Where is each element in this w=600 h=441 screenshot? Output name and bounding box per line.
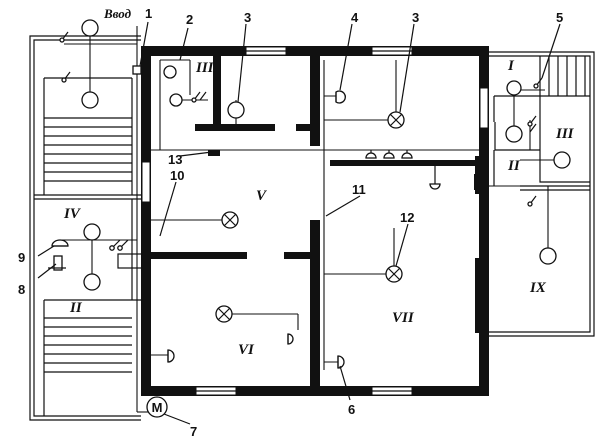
socket-icon bbox=[401, 150, 413, 159]
stairs-right bbox=[539, 56, 590, 97]
switch-icon bbox=[533, 77, 543, 89]
stairs-upper bbox=[44, 117, 132, 182]
room-VII: VII bbox=[392, 310, 415, 326]
crossed-lamp-icon bbox=[387, 111, 405, 129]
crossed-lamp-icon bbox=[221, 211, 239, 229]
lamp-icon bbox=[81, 19, 99, 37]
switch-icon bbox=[59, 31, 69, 43]
callout-4: 4 bbox=[351, 10, 359, 25]
callout-11: 11 bbox=[352, 182, 366, 197]
room-II-left: II bbox=[69, 300, 83, 316]
callout-5: 5 bbox=[556, 10, 563, 25]
callout-6: 6 bbox=[348, 402, 355, 417]
socket-icon bbox=[335, 90, 346, 104]
lamp-icon bbox=[506, 80, 522, 96]
lamp-icon bbox=[83, 223, 101, 241]
callout-12: 12 bbox=[400, 210, 414, 225]
room-II-right: II bbox=[507, 158, 521, 174]
sockets-and-switches: M bbox=[48, 31, 543, 418]
socket-icon bbox=[383, 150, 395, 159]
callout-labels: Ввод 1 2 3 4 3 5 6 7 8 9 10 11 12 13 bbox=[18, 6, 563, 439]
socket-icon bbox=[167, 349, 175, 363]
callout-1: 1 bbox=[145, 6, 152, 21]
lamp-icon bbox=[163, 65, 177, 79]
switch-icon bbox=[527, 195, 537, 207]
switch-icon bbox=[61, 71, 71, 83]
room-I: I bbox=[507, 58, 515, 74]
meter-symbol: M bbox=[152, 400, 163, 415]
crossed-lamp-icon bbox=[385, 265, 403, 283]
callout-9: 9 bbox=[18, 250, 25, 265]
light-fixtures bbox=[81, 19, 571, 323]
lamp-icon bbox=[539, 247, 557, 265]
socket-icon bbox=[337, 355, 345, 369]
crossed-lamp-icon bbox=[215, 305, 233, 323]
callout-7: 7 bbox=[190, 424, 197, 439]
lamp-icon bbox=[83, 273, 101, 291]
callout-13: 13 bbox=[168, 152, 182, 167]
switch-icon bbox=[527, 115, 537, 133]
room-III-right: III bbox=[555, 126, 575, 142]
callout-3-right: 3 bbox=[412, 10, 419, 25]
lamp-icon bbox=[505, 125, 523, 143]
room-IV: IV bbox=[63, 206, 82, 222]
entry-label: Ввод bbox=[103, 6, 132, 21]
room-labels: III I III II V IV II VI VII IX bbox=[63, 58, 575, 358]
lamp-icon bbox=[169, 93, 183, 107]
switch-icon bbox=[109, 239, 129, 251]
entry-box-icon bbox=[132, 65, 142, 75]
stairs-lower bbox=[44, 317, 132, 373]
left-annex bbox=[29, 35, 143, 421]
lamp-icon bbox=[227, 101, 245, 119]
socket-icon bbox=[429, 166, 441, 190]
room-IX: IX bbox=[529, 280, 547, 296]
meter-icon: M bbox=[146, 396, 168, 418]
room-V: V bbox=[256, 188, 268, 204]
lamp-icon bbox=[553, 151, 571, 169]
socket-icon bbox=[365, 150, 377, 159]
callout-8: 8 bbox=[18, 282, 25, 297]
socket-icon bbox=[51, 239, 69, 247]
lamp-icon bbox=[81, 91, 99, 109]
callout-10: 10 bbox=[170, 168, 184, 183]
callout-3-left: 3 bbox=[244, 10, 251, 25]
callout-2: 2 bbox=[186, 12, 193, 27]
room-VI: VI bbox=[238, 342, 255, 358]
switch-icon bbox=[191, 91, 207, 103]
room-III-top: III bbox=[195, 60, 215, 76]
windows bbox=[141, 46, 489, 396]
leader-lines bbox=[37, 21, 561, 425]
socket-icon bbox=[287, 333, 294, 345]
